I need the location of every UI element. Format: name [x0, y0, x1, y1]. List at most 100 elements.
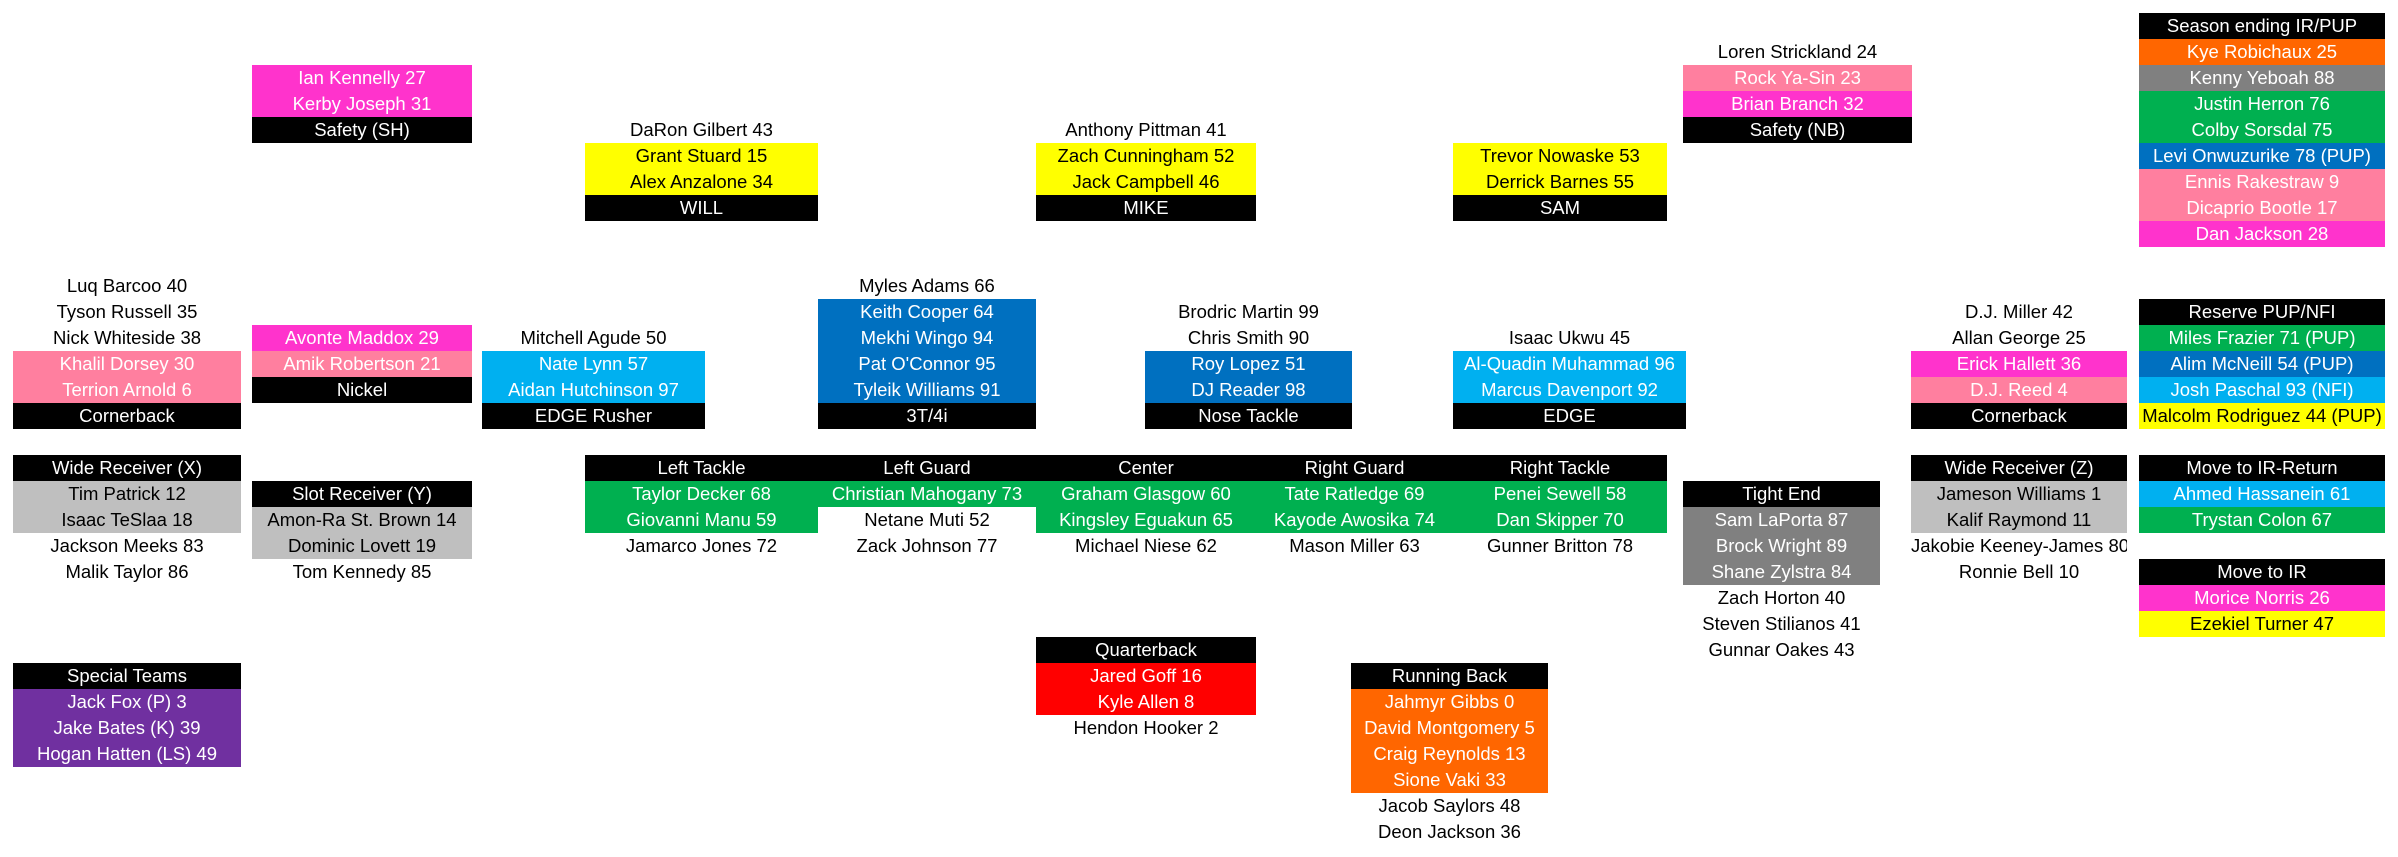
player-cell[interactable]: Trystan Colon 67	[2139, 507, 2385, 533]
player-cell[interactable]: Avonte Maddox 29	[252, 325, 472, 351]
player-cell[interactable]: Morice Norris 26	[2139, 585, 2385, 611]
player-cell[interactable]: Derrick Barnes 55	[1453, 169, 1667, 195]
player-cell[interactable]: Hendon Hooker 2	[1073, 717, 1219, 738]
player-cell[interactable]: Tyleik Williams 91	[818, 377, 1036, 403]
player-cell[interactable]: Taylor Decker 68	[585, 481, 818, 507]
player-cell[interactable]: Dominic Lovett 19	[252, 533, 472, 559]
player-cell[interactable]: Kayode Awosika 74	[1256, 507, 1453, 533]
player-cell[interactable]: Tyson Russell 35	[56, 301, 198, 322]
player-cell[interactable]: Brodric Martin 99	[1178, 301, 1319, 322]
player-cell[interactable]: Mekhi Wingo 94	[818, 325, 1036, 351]
player-cell[interactable]: Jackson Meeks 83	[50, 535, 204, 556]
player-cell[interactable]: Tom Kennedy 85	[292, 561, 432, 582]
player-cell[interactable]: Rock Ya-Sin 23	[1683, 65, 1912, 91]
player-cell[interactable]: Josh Paschal 93 (NFI)	[2139, 377, 2385, 403]
player-cell[interactable]: Zack Johnson 77	[856, 535, 998, 556]
player-cell[interactable]: Giovanni Manu 59	[585, 507, 818, 533]
player-cell[interactable]: Ronnie Bell 10	[1958, 561, 2080, 582]
player-cell[interactable]: Tim Patrick 12	[13, 481, 241, 507]
player-cell[interactable]: DJ Reader 98	[1145, 377, 1352, 403]
player-cell[interactable]: Miles Frazier 71 (PUP)	[2139, 325, 2385, 351]
player-cell[interactable]: Alex Anzalone 34	[585, 169, 818, 195]
player-cell[interactable]: Anthony Pittman 41	[1065, 119, 1227, 140]
player-cell[interactable]: Pat O'Connor 95	[818, 351, 1036, 377]
player-cell[interactable]: Christian Mahogany 73	[818, 481, 1036, 507]
player-cell[interactable]: Mason Miller 63	[1289, 535, 1420, 556]
player-cell[interactable]: Jakobie Keeney-James 80	[1911, 535, 2127, 556]
player-cell[interactable]: Malik Taylor 86	[65, 561, 189, 582]
player-cell[interactable]: Jahmyr Gibbs 0	[1351, 689, 1548, 715]
player-cell[interactable]: Marcus Davenport 92	[1453, 377, 1686, 403]
player-cell[interactable]: David Montgomery 5	[1351, 715, 1548, 741]
player-cell[interactable]: Deon Jackson 36	[1378, 821, 1521, 842]
player-cell[interactable]: Jacob Saylors 48	[1378, 795, 1521, 816]
player-cell[interactable]: Sione Vaki 33	[1351, 767, 1548, 793]
player-cell[interactable]: Keith Cooper 64	[818, 299, 1036, 325]
player-cell[interactable]: Jamarco Jones 72	[625, 535, 778, 556]
player-cell[interactable]: Jameson Williams 1	[1911, 481, 2127, 507]
player-cell[interactable]: Luq Barcoo 40	[66, 275, 188, 296]
player-cell[interactable]: Zach Cunningham 52	[1036, 143, 1256, 169]
player-cell[interactable]: Malcolm Rodriguez 44 (PUP)	[2139, 403, 2385, 429]
player-cell[interactable]: Netane Muti 52	[864, 509, 990, 530]
player-cell[interactable]: Isaac TeSlaa 18	[13, 507, 241, 533]
player-cell[interactable]: Roy Lopez 51	[1145, 351, 1352, 377]
player-cell[interactable]: Alim McNeill 54 (PUP)	[2139, 351, 2385, 377]
player-cell[interactable]: Dicaprio Bootle 17	[2139, 195, 2385, 221]
player-cell[interactable]: Myles Adams 66	[859, 275, 995, 296]
player-cell[interactable]: D.J. Reed 4	[1911, 377, 2127, 403]
player-cell[interactable]: Gunnar Oakes 43	[1708, 639, 1855, 660]
player-cell[interactable]: Dan Jackson 28	[2139, 221, 2385, 247]
player-cell[interactable]: Justin Herron 76	[2139, 91, 2385, 117]
player-cell[interactable]: Ennis Rakestraw 9	[2139, 169, 2385, 195]
player-cell[interactable]: Graham Glasgow 60	[1036, 481, 1256, 507]
player-cell[interactable]: Trevor Nowaske 53	[1453, 143, 1667, 169]
player-cell[interactable]: Chris Smith 90	[1187, 327, 1310, 348]
player-cell[interactable]: Allan George 25	[1952, 327, 2086, 348]
player-cell[interactable]: Terrion Arnold 6	[13, 377, 241, 403]
player-cell[interactable]: Kyle Allen 8	[1036, 689, 1256, 715]
player-cell[interactable]: Mitchell Agude 50	[520, 327, 667, 348]
player-cell[interactable]: Brian Branch 32	[1683, 91, 1912, 117]
player-cell[interactable]: Brock Wright 89	[1683, 533, 1880, 559]
player-cell[interactable]: Jack Campbell 46	[1036, 169, 1256, 195]
player-cell[interactable]: Levi Onwuzurike 78 (PUP)	[2139, 143, 2385, 169]
player-cell[interactable]: Nick Whiteside 38	[52, 327, 202, 348]
player-cell[interactable]: Isaac Ukwu 45	[1508, 327, 1631, 348]
player-cell[interactable]: Khalil Dorsey 30	[13, 351, 241, 377]
player-cell[interactable]: Jack Fox (P) 3	[13, 689, 241, 715]
player-cell[interactable]: Tate Ratledge 69	[1256, 481, 1453, 507]
player-cell[interactable]: Kenny Yeboah 88	[2139, 65, 2385, 91]
player-cell[interactable]: Jared Goff 16	[1036, 663, 1256, 689]
player-cell[interactable]: Ezekiel Turner 47	[2139, 611, 2385, 637]
player-cell[interactable]: Kye Robichaux 25	[2139, 39, 2385, 65]
player-cell[interactable]: Michael Niese 62	[1075, 535, 1217, 556]
player-cell[interactable]: Ian Kennelly 27	[252, 65, 472, 91]
player-cell[interactable]: Zach Horton 40	[1717, 587, 1846, 608]
player-cell[interactable]: Amik Robertson 21	[252, 351, 472, 377]
player-cell[interactable]: Shane Zylstra 84	[1683, 559, 1880, 585]
player-cell[interactable]: Craig Reynolds 13	[1351, 741, 1548, 767]
player-cell[interactable]: Nate Lynn 57	[482, 351, 705, 377]
player-cell[interactable]: Kalif Raymond 11	[1911, 507, 2127, 533]
player-cell[interactable]: Amon-Ra St. Brown 14	[252, 507, 472, 533]
player-cell[interactable]: DaRon Gilbert 43	[630, 119, 773, 140]
player-cell[interactable]: Ahmed Hassanein 61	[2139, 481, 2385, 507]
player-cell[interactable]: Aidan Hutchinson 97	[482, 377, 705, 403]
player-cell[interactable]: Grant Stuard 15	[585, 143, 818, 169]
player-cell[interactable]: Gunner Britton 78	[1486, 535, 1634, 556]
player-cell[interactable]: Colby Sorsdal 75	[2139, 117, 2385, 143]
player-cell[interactable]: Dan Skipper 70	[1453, 507, 1667, 533]
player-cell[interactable]: Penei Sewell 58	[1453, 481, 1667, 507]
player-cell[interactable]: Loren Strickland 24	[1717, 41, 1878, 62]
player-cell[interactable]: D.J. Miller 42	[1965, 301, 2073, 322]
player-cell[interactable]: Sam LaPorta 87	[1683, 507, 1880, 533]
player-cell[interactable]: Kingsley Eguakun 65	[1036, 507, 1256, 533]
player-cell[interactable]: Steven Stilianos 41	[1702, 613, 1861, 634]
player-cell[interactable]: Al-Quadin Muhammad 96	[1453, 351, 1686, 377]
player-cell[interactable]: Hogan Hatten (LS) 49	[13, 741, 241, 767]
player-cell[interactable]: Jake Bates (K) 39	[13, 715, 241, 741]
section-header: Season ending IR/PUP	[2139, 13, 2385, 39]
player-cell[interactable]: Kerby Joseph 31	[252, 91, 472, 117]
player-cell[interactable]: Erick Hallett 36	[1911, 351, 2127, 377]
